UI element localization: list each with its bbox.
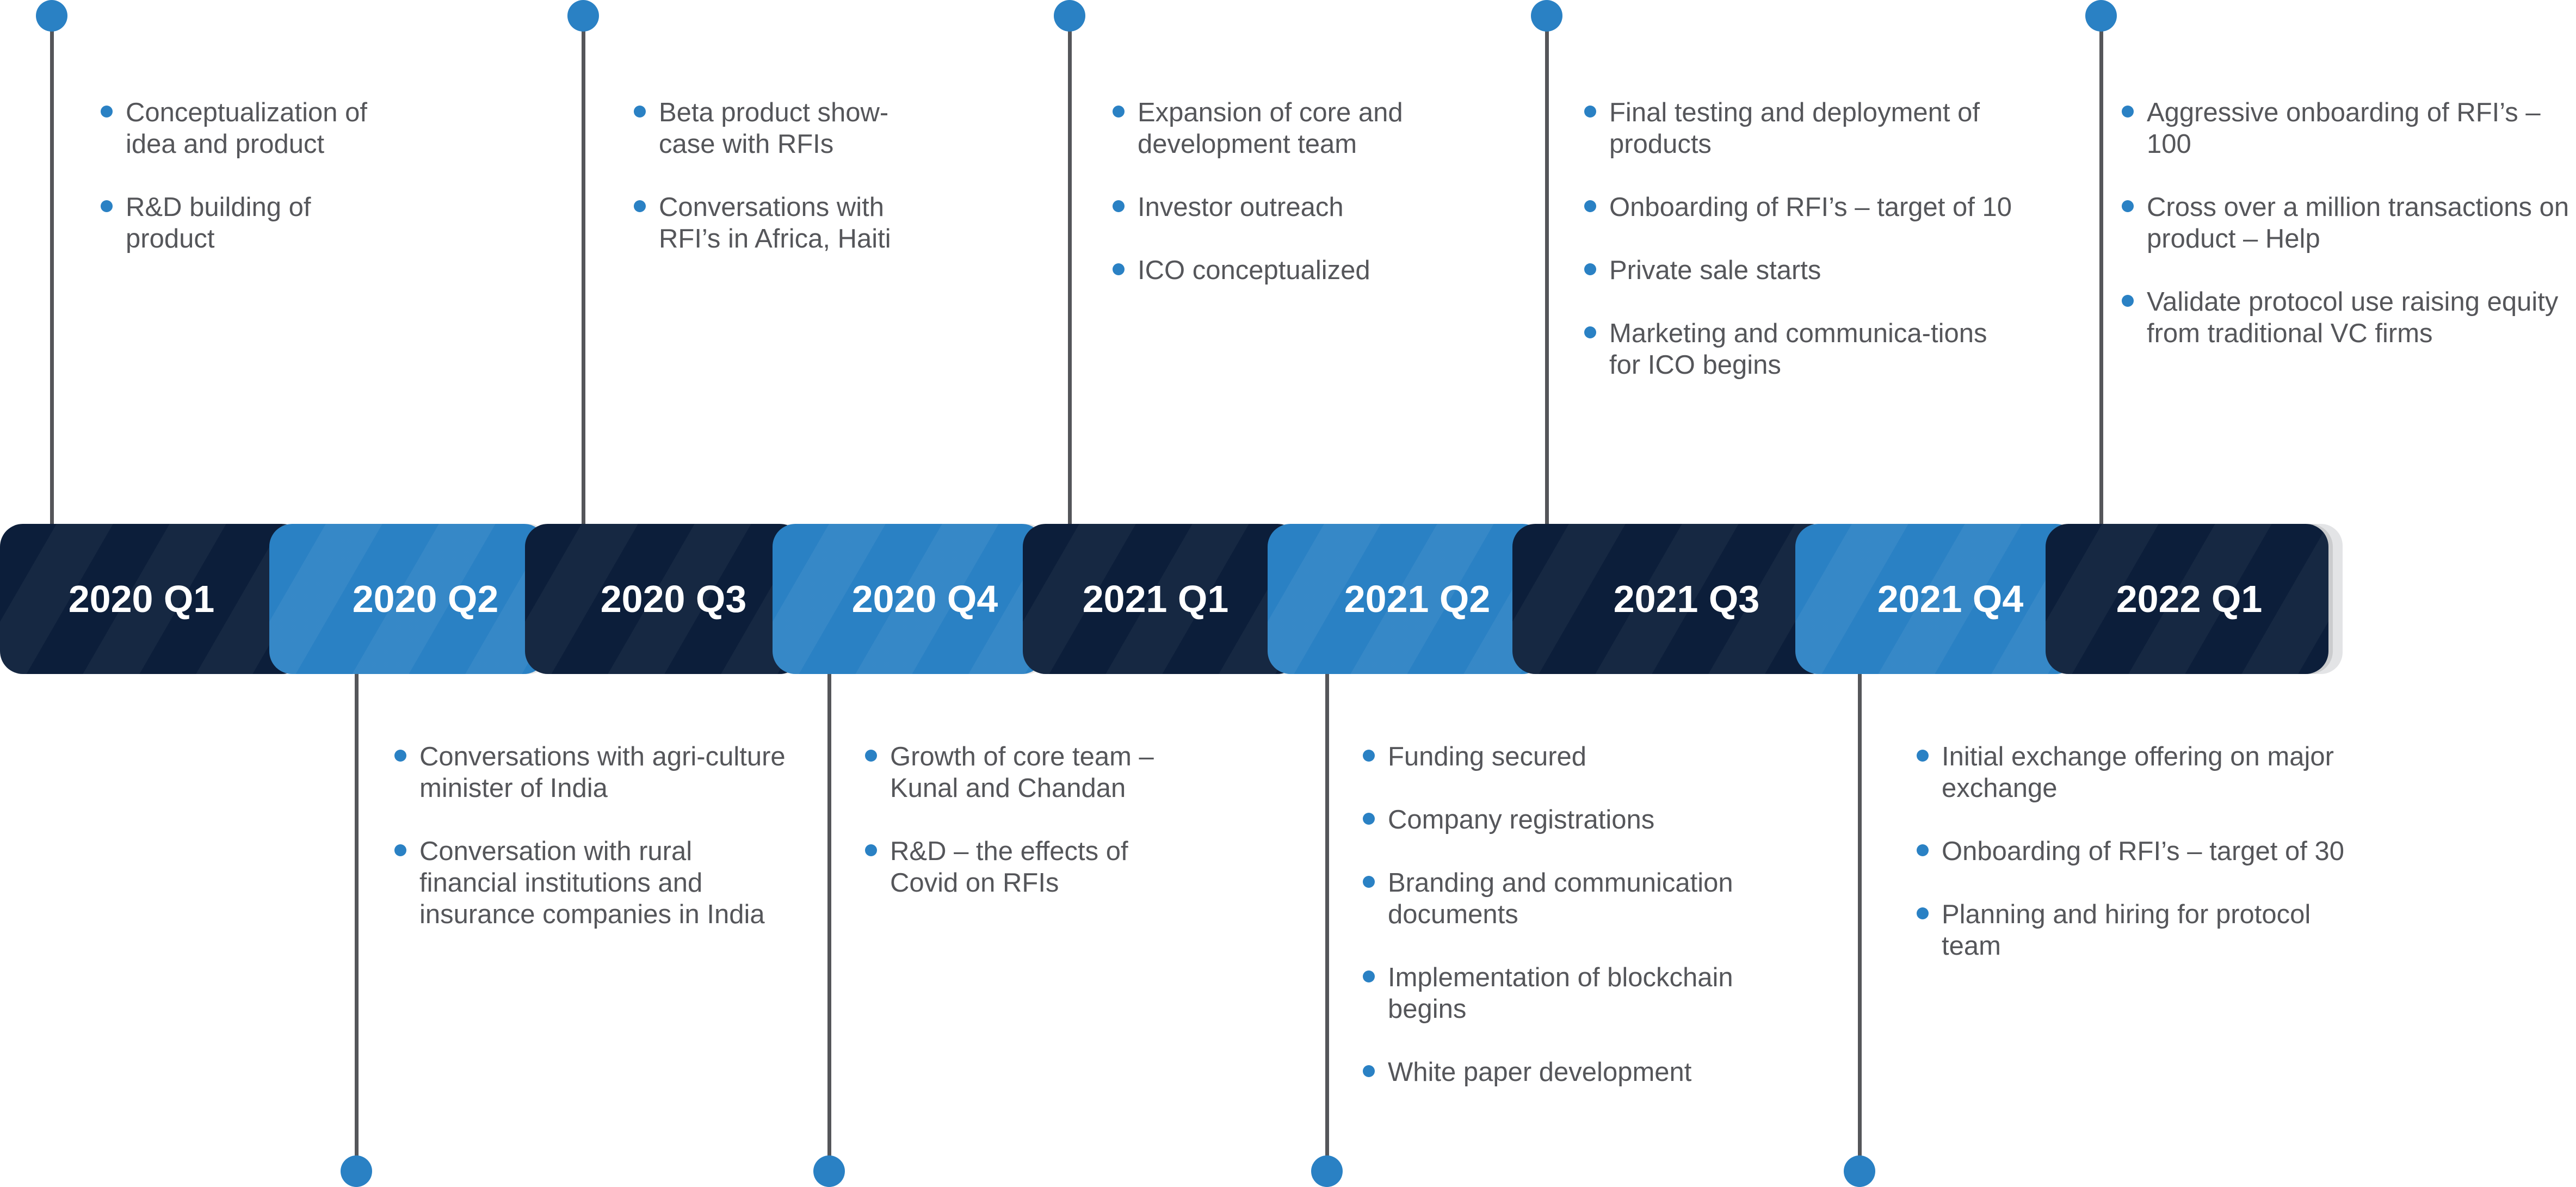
connector-line	[1545, 15, 1549, 525]
milestone-item: R&D – the effects of Covid on RFIs	[865, 836, 1202, 899]
quarter-segment: 2020 Q4	[773, 524, 1045, 674]
quarter-segment: 2021 Q3	[1512, 524, 1833, 674]
quarter-label: 2022 Q1	[2116, 578, 2263, 620]
milestone-item: Growth of core team – Kunal and Chandan	[865, 741, 1202, 804]
milestone-dot	[1844, 1155, 1875, 1187]
milestone-list: Initial exchange offering on major excha…	[1917, 741, 2352, 993]
milestone-dot	[1311, 1155, 1343, 1187]
milestone-item: Onboarding of RFI’s – target of 10	[1584, 191, 2019, 223]
milestone-item: R&D building of product	[101, 191, 405, 255]
connector-line	[827, 672, 831, 1171]
milestone-item: Cross over a million transactions on pro…	[2122, 191, 2576, 255]
connector-line	[582, 15, 585, 525]
milestone-item: White paper development	[1363, 1056, 1798, 1088]
connector-line	[50, 15, 54, 525]
quarter-label: 2021 Q1	[1082, 578, 1229, 620]
milestone-item: Investor outreach	[1113, 191, 1450, 223]
milestone-item: Expansion of core and development team	[1113, 97, 1450, 160]
milestone-item: Company registrations	[1363, 804, 1798, 836]
quarter-label: 2021 Q3	[1613, 578, 1760, 620]
milestone-item: Conversations with agri-culture minister…	[394, 741, 792, 804]
milestone-dot	[341, 1155, 372, 1187]
quarter-label: 2020 Q3	[600, 578, 747, 620]
milestone-list: Final testing and deployment of products…	[1584, 97, 2019, 412]
milestone-item: Funding secured	[1363, 741, 1798, 772]
milestone-item: Conversations with RFI’s in Africa, Hait…	[634, 191, 938, 255]
quarter-label: 2020 Q4	[851, 578, 998, 620]
quarter-segment: 2021 Q1	[1023, 524, 1300, 674]
connector-line	[1068, 15, 1072, 525]
quarter-label: 2020 Q1	[68, 578, 215, 620]
milestone-item: Beta product show-case with RFIs	[634, 97, 938, 160]
milestone-item: Final testing and deployment of products	[1584, 97, 2019, 160]
milestone-dot	[1531, 0, 1562, 32]
milestone-dot	[813, 1155, 845, 1187]
connector-line	[1858, 672, 1862, 1171]
quarter-segment: 2020 Q2	[269, 524, 547, 674]
milestone-item: Initial exchange offering on major excha…	[1917, 741, 2352, 804]
quarter-segment: 2021 Q4	[1795, 524, 2078, 674]
milestone-dot	[567, 0, 599, 32]
milestone-dot	[36, 0, 67, 32]
milestone-item: Conversation with rural financial instit…	[394, 836, 792, 930]
connector-line	[2099, 15, 2103, 525]
milestone-item: Conceptualization of idea and product	[101, 97, 405, 160]
quarter-segment: 2021 Q2	[1268, 524, 1545, 674]
quarter-label: 2021 Q2	[1344, 578, 1491, 620]
quarter-label: 2021 Q4	[1877, 578, 2024, 620]
milestone-item: Branding and communication documents	[1363, 867, 1798, 930]
milestone-item: ICO conceptualized	[1113, 255, 1450, 286]
milestone-item: Implementation of blockchain begins	[1363, 962, 1798, 1025]
milestone-item: Planning and hiring for protocol team	[1917, 899, 2352, 962]
milestone-item: Onboarding of RFI’s – target of 30	[1917, 836, 2352, 867]
milestone-item: Aggressive onboarding of RFI’s – 100	[2122, 97, 2576, 160]
quarter-label: 2020 Q2	[352, 578, 499, 620]
quarter-segment: 2020 Q1	[0, 524, 305, 674]
connector-line	[1325, 672, 1329, 1171]
quarter-segment: 2022 Q1	[2046, 524, 2328, 674]
milestone-item: Marketing and communica-tions for ICO be…	[1584, 318, 2019, 381]
milestone-item: Validate protocol use raising equity fro…	[2122, 286, 2576, 349]
milestone-item: Private sale starts	[1584, 255, 2019, 286]
milestone-dot	[2085, 0, 2117, 32]
connector-line	[355, 672, 359, 1171]
milestone-dot	[1054, 0, 1085, 32]
quarter-segment: 2020 Q3	[525, 524, 802, 674]
milestone-list: Conversations with agri-culture minister…	[394, 741, 792, 962]
